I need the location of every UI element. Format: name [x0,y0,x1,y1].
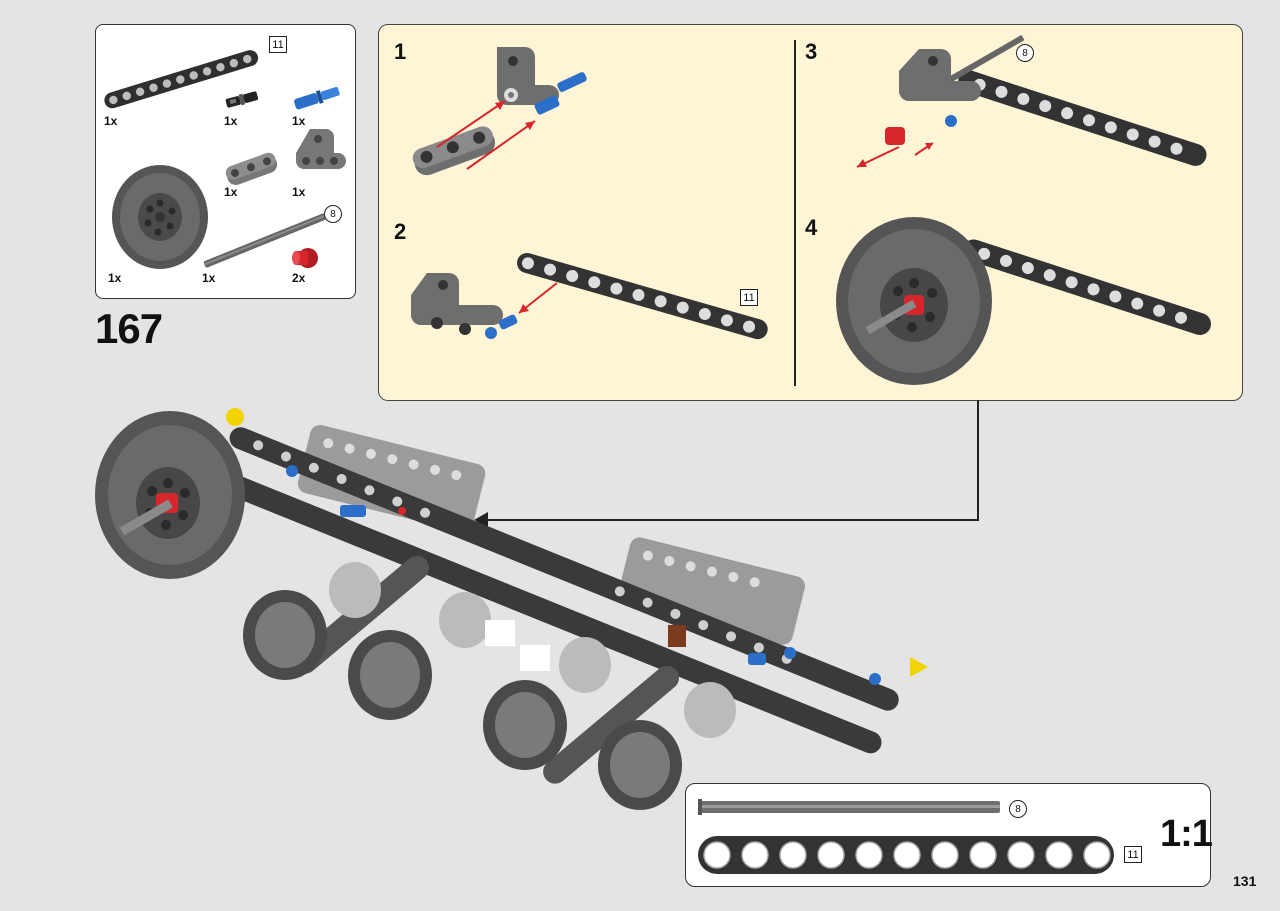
wheel-icon [112,165,208,269]
beam-3-icon [225,152,278,185]
qty-label: 1x [202,271,216,285]
qty-label: 1x [292,114,306,128]
beam-11-icon [104,50,259,109]
step-number: 167 [95,305,163,352]
friction-pin-icon [225,91,259,108]
substep-number: 1 [394,39,407,64]
length-badge: 11 [1124,846,1142,863]
substep-2-illustration [411,253,768,340]
beam-11-reference [698,836,1114,874]
substep-1-illustration [412,47,587,176]
axle-pin-blue-icon [294,86,340,110]
length-badge: 8 [1009,800,1027,818]
parts-list-box: 11 1x 1x 1x 1x 1x [95,24,356,299]
scale-label: 1:1 [1160,813,1213,855]
red-bush-icon [292,248,318,268]
length-badge: 11 [740,289,758,306]
axle-8-reference [698,799,1000,815]
scale-reference-box: 8 11 [685,783,1211,887]
qty-label: 1x [108,271,122,285]
main-assembly-illustration [95,408,928,810]
axle-8-icon [203,213,326,268]
length-badge: 8 [1016,44,1034,62]
qty-label: 1x [292,185,306,199]
qty-label: 1x [104,114,118,128]
substep-4-illustration [836,217,1212,385]
callout-connector [474,400,979,528]
substep-3-illustration [856,34,1207,168]
qty-label: 2x [292,271,306,285]
qty-label: 1x [224,185,238,199]
angle-beam-icon [296,129,346,169]
substep-number: 4 [805,215,818,240]
length-badge: 11 [269,36,287,53]
substep-panel: 1 2 3 4 [378,24,1243,401]
page-number: 131 [1233,873,1257,889]
panel-divider [794,40,796,386]
substep-number: 2 [394,219,407,244]
length-badge: 8 [324,205,342,223]
qty-label: 1x [224,114,238,128]
substep-number: 3 [805,39,818,64]
